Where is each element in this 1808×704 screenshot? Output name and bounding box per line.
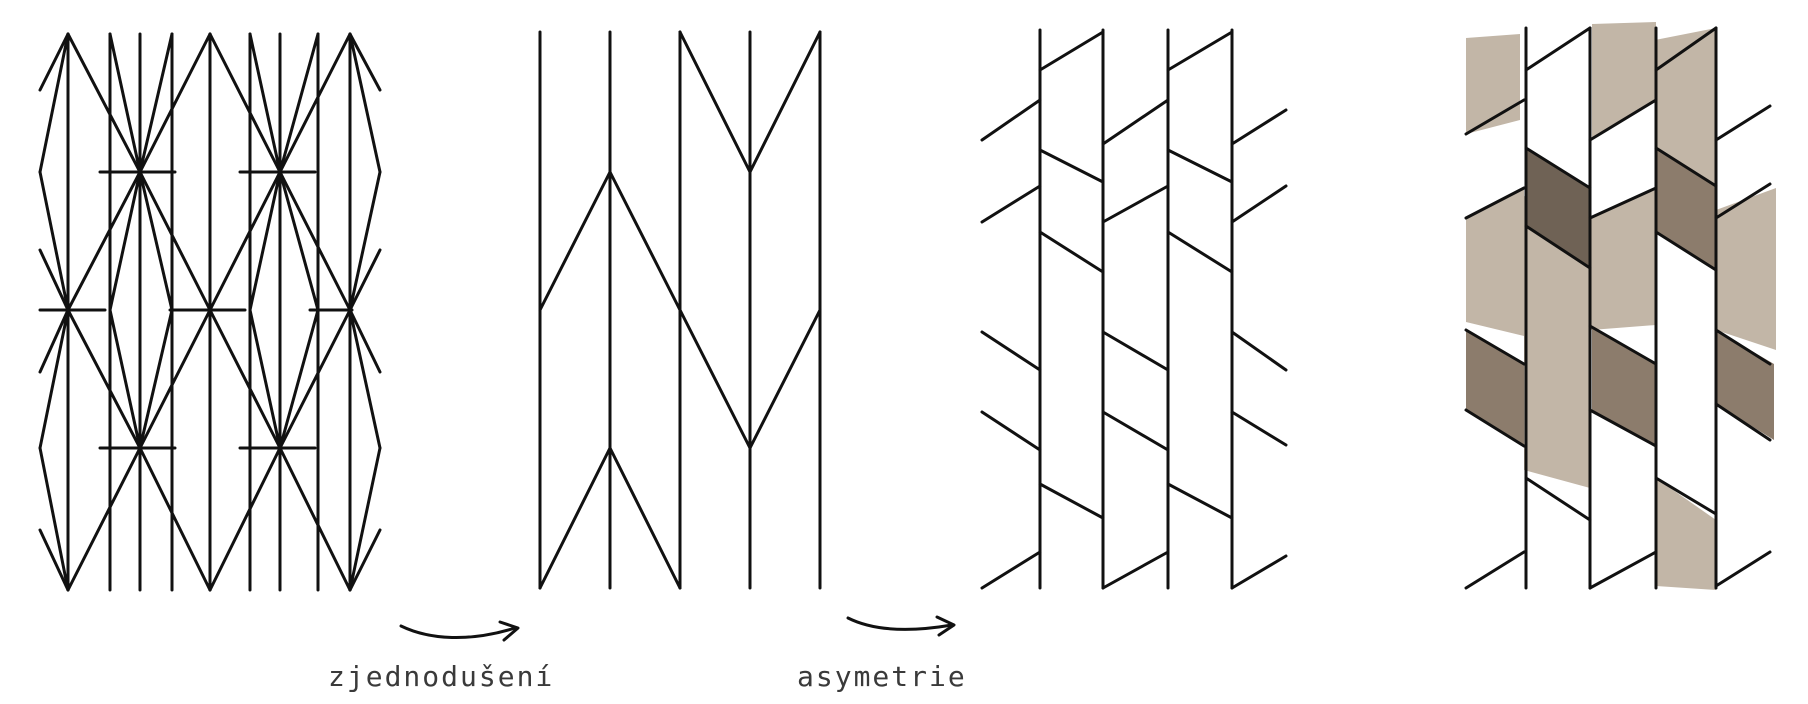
diagonal-fold-line bbox=[280, 448, 350, 590]
diagonal-line bbox=[1168, 32, 1232, 70]
diagonal-line bbox=[1103, 332, 1168, 370]
diagonal-fold-line bbox=[110, 172, 140, 310]
edge-fold-line bbox=[350, 250, 380, 310]
chevron-line bbox=[540, 448, 610, 588]
arrow-icon bbox=[848, 617, 954, 635]
diagonal-line bbox=[1168, 150, 1232, 182]
diagonal-fold-line bbox=[280, 34, 318, 172]
edge-fold-line bbox=[40, 250, 68, 310]
diagonal-line bbox=[1716, 106, 1770, 140]
diagonal-fold-line bbox=[280, 172, 318, 310]
pattern-panel-complex bbox=[40, 34, 380, 590]
diagonal-fold-line bbox=[140, 310, 210, 448]
diagonal-line bbox=[982, 412, 1040, 450]
edge-fold-line bbox=[350, 448, 380, 590]
edge-fold-line bbox=[350, 34, 380, 172]
chevron-line bbox=[750, 310, 820, 448]
diagonal-line bbox=[1232, 412, 1286, 445]
diagonal-line bbox=[1590, 552, 1656, 588]
material-wash bbox=[1592, 22, 1656, 140]
diagonal-fold-line bbox=[140, 310, 172, 448]
chevron-line bbox=[610, 172, 680, 310]
diagonal-line bbox=[1103, 186, 1168, 222]
diagonal-line bbox=[982, 552, 1040, 588]
diagonal-fold-line bbox=[68, 448, 140, 590]
diagonal-line bbox=[982, 100, 1040, 140]
material-wash bbox=[1591, 188, 1656, 330]
diagonal-fold-line bbox=[110, 310, 140, 448]
diagonal-fold-line bbox=[280, 172, 350, 310]
diagonal-line bbox=[1040, 150, 1103, 182]
chevron-line bbox=[610, 448, 680, 588]
diagonal-fold-line bbox=[250, 172, 280, 310]
pattern-panel-simplified bbox=[540, 32, 820, 588]
diagonal-fold-line bbox=[210, 34, 280, 172]
diagonal-fold-line bbox=[250, 34, 280, 172]
edge-fold-line bbox=[350, 310, 380, 448]
chevron-line bbox=[680, 310, 750, 448]
diagonal-fold-line bbox=[140, 448, 210, 590]
edge-fold-line bbox=[40, 310, 68, 448]
diagonal-fold-line bbox=[68, 172, 140, 310]
diagonal-fold-line bbox=[250, 310, 280, 448]
diagonal-line bbox=[1103, 552, 1168, 588]
chevron-line bbox=[680, 32, 750, 172]
pattern-panel-asymmetric bbox=[982, 30, 1286, 588]
caption-simplification: zjednodušení bbox=[328, 660, 554, 693]
diagonal-fold-line bbox=[210, 448, 280, 590]
diagonal-fold-line bbox=[280, 310, 350, 448]
diagonal-fold-line bbox=[140, 172, 210, 310]
edge-fold-line bbox=[350, 34, 380, 90]
diagonal-fold-line bbox=[280, 34, 350, 172]
diagonal-line bbox=[1232, 110, 1286, 144]
diagonal-line bbox=[1040, 232, 1103, 272]
edge-fold-line bbox=[350, 530, 380, 590]
diagonal-line bbox=[1466, 552, 1524, 588]
chevron-line bbox=[750, 32, 820, 172]
diagonal-line bbox=[1232, 556, 1286, 588]
diagonal-fold-line bbox=[110, 34, 140, 172]
material-wash bbox=[1466, 188, 1524, 336]
edge-fold-line bbox=[350, 310, 380, 372]
diagonal-line bbox=[982, 332, 1040, 370]
diagonal-fold-line bbox=[68, 310, 140, 448]
edge-fold-line bbox=[350, 172, 380, 310]
diagonal-line bbox=[982, 186, 1040, 222]
diagonal-fold-line bbox=[68, 34, 140, 172]
edge-fold-line bbox=[40, 530, 68, 590]
diagonal-fold-line bbox=[140, 172, 172, 310]
edge-fold-line bbox=[40, 34, 68, 172]
diagonal-line bbox=[1526, 28, 1590, 70]
diagonal-fold-line bbox=[210, 172, 280, 310]
arrow-icon bbox=[401, 622, 518, 640]
diagonal-line bbox=[1040, 484, 1103, 518]
diagonal-line bbox=[1040, 32, 1103, 70]
diagonal-line bbox=[1168, 484, 1232, 518]
edge-fold-line bbox=[40, 172, 68, 310]
diagonal-line bbox=[1232, 332, 1286, 370]
diagonal-line bbox=[1716, 552, 1770, 586]
diagonal-line bbox=[1103, 412, 1168, 450]
edge-fold-line bbox=[40, 310, 68, 372]
diagonal-line bbox=[1103, 100, 1168, 144]
chevron-line bbox=[540, 172, 610, 310]
diagonal-line bbox=[1168, 232, 1232, 272]
diagonal-fold-line bbox=[210, 310, 280, 448]
edge-fold-line bbox=[40, 448, 68, 590]
diagonal-fold-line bbox=[280, 310, 318, 448]
diagonal-line bbox=[1232, 186, 1286, 222]
caption-asymmetry: asymetrie bbox=[797, 660, 967, 693]
diagonal-fold-line bbox=[140, 34, 210, 172]
diagonal-fold-line bbox=[140, 34, 172, 172]
